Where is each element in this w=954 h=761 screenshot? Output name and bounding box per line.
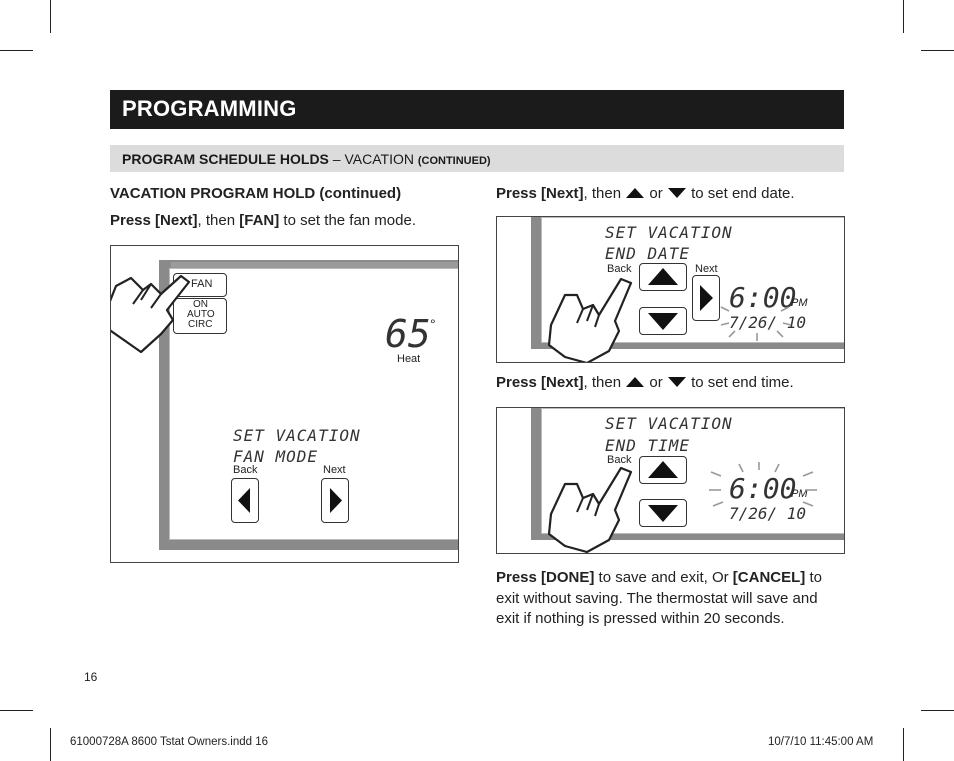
pointing-hand-icon <box>547 466 633 553</box>
crop-mark <box>903 0 904 33</box>
up-button[interactable] <box>639 456 687 484</box>
date-display: 7/26/ 10 <box>729 313 807 332</box>
up-arrow-icon <box>648 461 678 478</box>
footer-file-info: 61000728A 8600 Tstat Owners.indd 16 <box>70 736 268 748</box>
pointing-hand-icon <box>547 277 633 362</box>
crop-mark <box>0 50 33 51</box>
temperature-display: 65 <box>385 312 431 356</box>
step2-mid: , then <box>583 374 626 391</box>
screen-shadow <box>171 262 458 268</box>
next-button[interactable] <box>692 275 720 321</box>
down-arrow-icon <box>648 313 678 330</box>
thermostat-figure-end-date: SET VACATION END DATE Back Next 6:00 PM … <box>496 216 845 363</box>
subsection-title-bold: PROGRAM SCHEDULE HOLDS <box>122 151 329 167</box>
crop-mark <box>50 728 51 761</box>
back-label: Back <box>233 464 258 476</box>
heat-mode-label: Heat <box>397 353 421 365</box>
date-display: 7/26/ 10 <box>729 504 807 523</box>
final-cancel: [CANCEL] <box>732 569 806 586</box>
up-arrow-icon <box>648 268 678 285</box>
fan-circ-label: CIRC <box>188 319 213 330</box>
step2-or: or <box>645 374 667 391</box>
page-number: 16 <box>84 670 98 684</box>
right-arrow-icon <box>700 285 713 311</box>
crop-mark <box>921 710 954 711</box>
crop-mark <box>903 728 904 761</box>
left-heading: VACATION PROGRAM HOLD (continued) <box>110 185 402 202</box>
lcd-line-2: END TIME <box>605 436 691 455</box>
final-instruction: Press [DONE] to save and exit, Or [CANCE… <box>496 568 841 630</box>
subsection-title: PROGRAM SCHEDULE HOLDS – VACATION (CONTI… <box>122 151 491 167</box>
step1-instruction: Press [Next], then or to set end date. <box>496 185 795 202</box>
instr-press: Press [Next] <box>110 212 198 229</box>
step2-instruction: Press [Next], then or to set end time. <box>496 374 794 391</box>
instr-mid: , then <box>197 212 240 229</box>
step1-end: to set end date. <box>686 185 795 202</box>
back-label: Back <box>607 454 632 466</box>
time-display: 6:00 <box>729 472 797 505</box>
degree-symbol: ° <box>430 316 436 332</box>
step1-mid: , then <box>583 185 626 202</box>
crop-mark <box>50 0 51 33</box>
lcd-line-1: SET VACATION <box>605 223 733 242</box>
fan-on-label: ON <box>193 299 208 310</box>
down-button[interactable] <box>639 499 687 527</box>
thermostat-figure-end-time: SET VACATION END TIME Back 6:00 PM 7/26/… <box>496 407 845 554</box>
lcd-line-2: END DATE <box>605 244 691 263</box>
left-arrow-icon <box>238 488 250 513</box>
lcd-line-1: SET VACATION <box>605 414 733 433</box>
down-button[interactable] <box>639 307 687 335</box>
up-arrow-icon <box>626 377 645 387</box>
footer-timestamp: 10/7/10 11:45:00 AM <box>768 736 874 748</box>
step1-or: or <box>645 185 667 202</box>
next-label: Next <box>323 464 346 476</box>
final-text-2: to exit without saving. The thermostat w… <box>496 569 822 627</box>
final-done: Press [DONE] <box>496 569 595 586</box>
subsection-title-mid: – VACATION <box>328 151 418 167</box>
ampm-label: PM <box>791 488 808 500</box>
fan-auto-label: AUTO <box>187 309 215 320</box>
left-instruction: Press [Next], then [FAN] to set the fan … <box>110 212 416 229</box>
lcd-line-1: SET VACATION <box>233 426 361 445</box>
right-arrow-icon <box>330 488 342 513</box>
instr-end: to set the fan mode. <box>279 212 417 229</box>
step1-press: Press [Next] <box>496 185 584 202</box>
subsection-banner: PROGRAM SCHEDULE HOLDS – VACATION (CONTI… <box>110 145 844 172</box>
ampm-label: PM <box>791 297 808 309</box>
up-button[interactable] <box>639 263 687 291</box>
next-button[interactable] <box>321 478 349 523</box>
lcd-line-2: FAN MODE <box>233 447 319 466</box>
next-label: Next <box>695 263 718 275</box>
back-button[interactable] <box>231 478 259 523</box>
final-text-1: to save and exit, Or <box>594 569 733 586</box>
pointing-hand-icon <box>111 274 191 354</box>
step2-press: Press [Next] <box>496 374 584 391</box>
flashing-rays-icon <box>720 306 792 341</box>
crop-mark <box>921 50 954 51</box>
thermostat-figure-fan: FAN ON AUTO CIRC 65 ° Heat SET VACATION … <box>110 245 459 563</box>
page-title: PROGRAMMING <box>122 96 297 121</box>
down-arrow-icon <box>648 505 678 522</box>
subsection-title-small: (CONTINUED) <box>417 155 491 167</box>
fan-button-label: FAN <box>191 278 213 290</box>
flashing-rays-icon <box>709 462 817 507</box>
crop-mark <box>0 710 33 711</box>
section-banner: PROGRAMMING <box>110 90 844 129</box>
back-label: Back <box>607 263 632 275</box>
down-arrow-icon <box>667 377 686 387</box>
fan-mode-button[interactable] <box>173 298 227 334</box>
up-arrow-icon <box>626 188 645 198</box>
instr-key: [FAN] <box>239 212 280 229</box>
down-arrow-icon <box>667 188 686 198</box>
step2-end: to set end time. <box>686 374 794 391</box>
